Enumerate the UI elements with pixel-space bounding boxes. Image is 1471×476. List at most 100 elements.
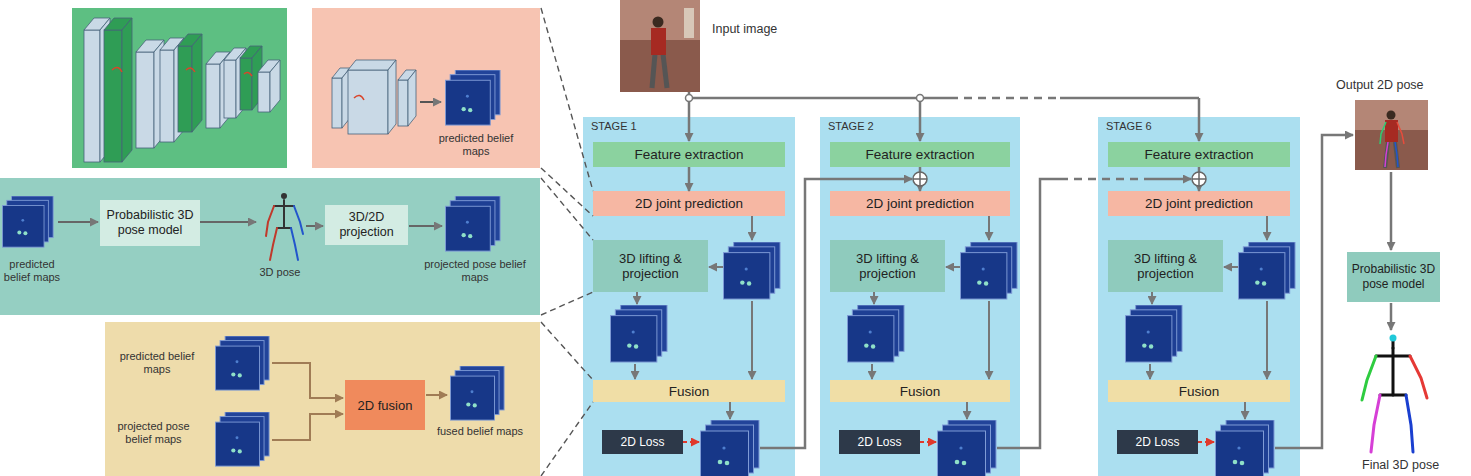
cnn-layer xyxy=(258,60,280,112)
bone xyxy=(1410,356,1427,398)
lifting-box: 3D lifting & projection xyxy=(830,240,945,292)
projection-box: 3D/2D projection xyxy=(325,205,408,245)
loss-box: 2D Loss xyxy=(1117,430,1198,454)
caption-label: Input image xyxy=(712,22,777,36)
layer-side xyxy=(220,52,230,128)
bone xyxy=(1362,356,1376,400)
layer-face xyxy=(160,50,174,142)
feature-extraction-box: Feature extraction xyxy=(830,142,1010,167)
wire xyxy=(1390,172,1393,250)
layer-side xyxy=(192,34,202,132)
box-label: Fusion xyxy=(669,384,710,399)
output-photo xyxy=(1355,100,1428,170)
node-text: predicted belief maps xyxy=(112,350,202,376)
wire xyxy=(950,97,1060,100)
wire xyxy=(1390,303,1393,330)
box-label: Probabilistic 3D pose model xyxy=(1350,262,1437,292)
bone xyxy=(1380,122,1386,144)
layer-face xyxy=(104,30,122,162)
layer-face xyxy=(178,46,192,132)
stage-panel: STAGE 6 Feature extraction 2D joint predic… xyxy=(1098,117,1300,476)
box-label: 3D lifting & projection xyxy=(1111,251,1220,281)
node-text: projected pose belief maps xyxy=(423,258,527,284)
box-label: Fusion xyxy=(900,384,941,399)
loss-box: 2D Loss xyxy=(602,430,683,454)
bone xyxy=(1385,142,1388,167)
conv-mark xyxy=(112,67,122,72)
box-label: Feature extraction xyxy=(866,147,975,162)
photo-wall xyxy=(1355,100,1428,130)
bone xyxy=(1376,355,1410,358)
bone xyxy=(1395,142,1398,167)
layer-face xyxy=(206,64,220,128)
stage-panel: STAGE 2 Feature extraction 2D joint predic… xyxy=(820,117,1020,476)
feature-extraction-box: Feature extraction xyxy=(1108,142,1290,167)
photo-head xyxy=(1387,111,1396,120)
layer-top xyxy=(240,46,262,58)
layer-side xyxy=(252,46,262,110)
fusion-box: Fusion xyxy=(830,380,1010,402)
cnn-layer xyxy=(160,38,184,142)
node-text: STAGE 6 xyxy=(1106,120,1226,133)
layer-top xyxy=(224,48,246,60)
layer-face xyxy=(240,58,252,110)
caption-label: Final 3D pose xyxy=(1362,458,1439,472)
cnn-layer xyxy=(224,48,246,118)
layer-top xyxy=(84,18,110,30)
photo-leg xyxy=(663,54,667,88)
prediction-panel: predicted belief maps xyxy=(312,8,540,168)
photo-background xyxy=(1355,100,1428,170)
layer-side xyxy=(154,40,164,148)
box-label: 3D lifting & projection xyxy=(596,251,705,281)
junction xyxy=(917,95,924,102)
photo-leg xyxy=(1395,142,1398,168)
conv-marks xyxy=(112,67,252,76)
loss-box: 2D Loss xyxy=(839,430,920,454)
bone xyxy=(1392,348,1395,395)
lifting-box: 3D lifting & projection xyxy=(593,240,708,292)
box-label: 2D Loss xyxy=(620,435,664,450)
fusion-panel: predicted belief maps projected pose beli… xyxy=(105,322,540,476)
photo-door xyxy=(684,8,694,38)
cnn-layer xyxy=(240,46,262,110)
cnn-layers xyxy=(84,18,280,162)
cnn-layer xyxy=(178,34,202,132)
box-label: 2D Loss xyxy=(857,435,901,450)
wire xyxy=(689,97,950,100)
bone xyxy=(1406,395,1413,452)
layer-top xyxy=(136,40,164,52)
conv-mark xyxy=(244,72,252,76)
box-label: 2D joint prediction xyxy=(1145,196,1253,211)
box-label: 2D joint prediction xyxy=(866,196,974,211)
feature-extraction-box: Feature extraction xyxy=(593,142,785,167)
photo-leg xyxy=(652,54,655,88)
node-text: fused belief maps xyxy=(435,425,525,438)
photo-background xyxy=(620,0,700,92)
cnn-panel xyxy=(72,8,287,168)
layer-top xyxy=(206,52,230,64)
layer-side xyxy=(100,18,110,162)
node-text: 3D pose xyxy=(248,266,312,279)
photo-torso xyxy=(651,28,666,55)
photo-leg xyxy=(1385,142,1388,168)
layer-top xyxy=(178,34,202,46)
stage-panel: STAGE 1Feature extraction2D joint predic… xyxy=(583,117,795,476)
node-text: projected pose belief maps xyxy=(106,420,201,446)
photo-torso xyxy=(1385,120,1398,142)
node-text: predicted belief maps xyxy=(0,258,64,284)
layer-face xyxy=(136,52,154,148)
box-label: 2D fusion xyxy=(358,398,413,413)
input-photo xyxy=(620,0,700,92)
fusion-box: Fusion xyxy=(593,380,785,402)
junction xyxy=(686,95,693,102)
box-label: Feature extraction xyxy=(635,147,744,162)
photo-head xyxy=(653,17,664,28)
node-text: STAGE 2 xyxy=(828,120,948,133)
layer-side xyxy=(236,48,246,118)
box-label: Fusion xyxy=(1179,384,1220,399)
caption-label: Output 2D pose xyxy=(1336,78,1424,92)
cnn-layer xyxy=(206,52,230,128)
layer-side xyxy=(122,18,132,162)
node-text: predicted belief maps xyxy=(436,132,516,158)
